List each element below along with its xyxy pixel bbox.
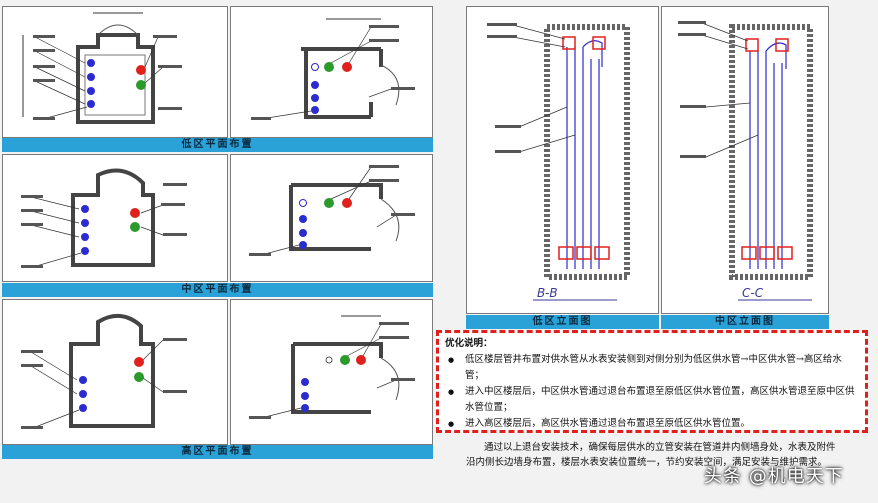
caption-low-elevation: 低区立面图 bbox=[466, 315, 659, 329]
optimization-notes: 优化说明： 低区楼层管井布置对供水管从水表安装侧到对侧分别为低区供水管→中区供水… bbox=[436, 330, 868, 433]
plan-drawing bbox=[21, 168, 187, 268]
notes-bullet: 进入中区楼层后，中区供水管通过退台布置退至原低区供水管位置，高区供水管退至原中区… bbox=[445, 384, 859, 416]
plan-panel-low-left bbox=[2, 6, 228, 138]
plan-drawing bbox=[21, 314, 187, 429]
caption-mid-elevation: 中区立面图 bbox=[661, 315, 829, 329]
elevation-drawing: B-B bbox=[487, 23, 630, 301]
section-label-cc: C-C bbox=[742, 286, 764, 300]
elevation-panel-bb: B-B bbox=[466, 6, 659, 314]
elevation-panel-cc: C-C bbox=[661, 6, 829, 314]
plan-panel-high-right bbox=[230, 299, 433, 445]
plan-drawing bbox=[22, 12, 182, 124]
caption-low-plan: 低区平面布置 bbox=[2, 138, 433, 152]
notes-bullet: 低区楼层管井布置对供水管从水表安装侧到对侧分别为低区供水管→中区供水管→高区给水… bbox=[445, 352, 859, 384]
plan-panel-low-right bbox=[230, 6, 433, 138]
watermark: 头条 @机电天下 bbox=[704, 466, 844, 487]
plan-drawing bbox=[249, 315, 415, 419]
caption-mid-plan: 中区平面布置 bbox=[2, 283, 433, 297]
caption-high-plan: 高区平面布置 bbox=[2, 445, 433, 459]
section-label-bb: B-B bbox=[537, 286, 558, 300]
elevation-drawing: C-C bbox=[678, 21, 813, 301]
plan-panel-mid-right bbox=[230, 154, 433, 282]
plan-drawing bbox=[249, 165, 415, 256]
plan-panel-mid-left bbox=[2, 154, 228, 282]
notes-heading: 优化说明： bbox=[445, 338, 493, 349]
notes-bullet: 进入高区楼层后，高区供水管通过退台布置退至原低区供水管位置。 bbox=[445, 416, 859, 432]
plan-panel-high-left bbox=[2, 299, 228, 445]
summary-paragraph: 通过以上退台安装技术，确保每层供水的立管安装在管道井内侧墙身处，水表及附件沿内侧… bbox=[466, 442, 836, 468]
plan-drawing bbox=[251, 18, 415, 120]
